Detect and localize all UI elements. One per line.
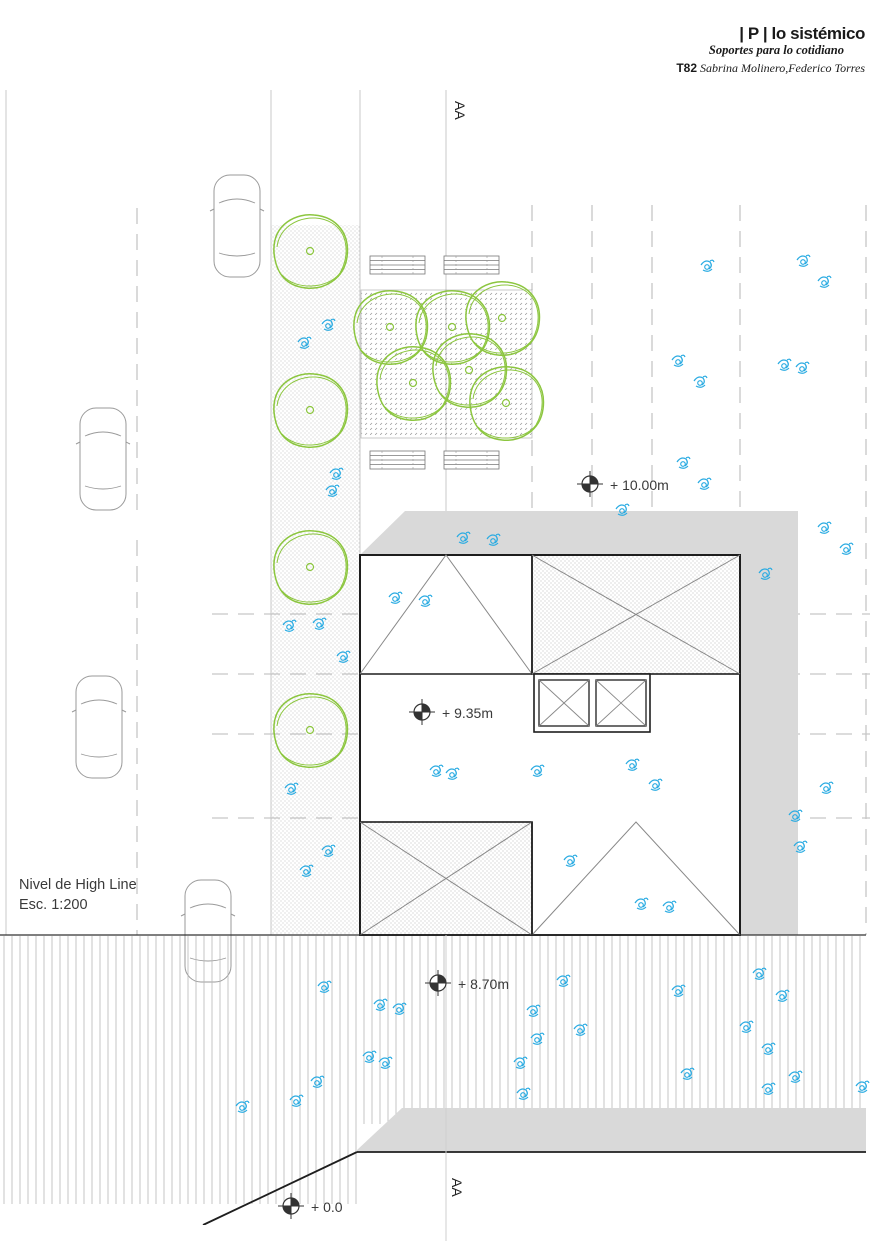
section-mark-bottom: AA <box>449 1178 465 1197</box>
person-1 <box>700 259 715 272</box>
bench-3 <box>369 450 426 470</box>
person-3 <box>817 275 832 288</box>
person-11 <box>697 477 712 490</box>
parked-car-3 <box>71 675 127 779</box>
person-10 <box>676 456 691 469</box>
level-street-label: + 0.0 <box>311 1199 343 1215</box>
project-title: | P | lo sistémico <box>739 24 865 43</box>
bench-2 <box>443 255 500 275</box>
parked-car-2 <box>75 407 131 511</box>
person-6 <box>671 354 686 367</box>
plan-scale-note: Esc. 1:200 <box>19 897 88 913</box>
upper-wall <box>360 511 798 935</box>
high-line-deck <box>0 936 866 1124</box>
bench-1 <box>369 255 426 275</box>
level-building-label: + 9.35m <box>442 705 493 721</box>
person-18 <box>839 542 854 555</box>
level-high-line-label: + 8.70m <box>458 976 509 992</box>
level-marker-upper: + 10.00m <box>576 470 669 498</box>
section-mark-top: AA <box>452 101 468 120</box>
ramp-edge <box>202 1151 358 1226</box>
lower-wall <box>357 1108 866 1152</box>
plan-name-note: Nivel de High Line <box>19 877 137 893</box>
authors: Sabrina Molinero,Federico Torres <box>700 61 865 75</box>
person-30 <box>819 781 834 794</box>
level-marker-high-line: + 8.70m <box>424 969 509 997</box>
person-9 <box>795 361 810 374</box>
parked-car-1 <box>209 174 265 278</box>
person-7 <box>693 375 708 388</box>
team-code: T82 <box>676 61 697 75</box>
person-17 <box>817 521 832 534</box>
building <box>359 554 741 936</box>
level-marker-building: + 9.35m <box>408 698 493 726</box>
person-8 <box>777 358 792 371</box>
project-subtitle: Soportes para lo cotidiano <box>708 43 844 57</box>
sidewalk-strip <box>271 225 360 935</box>
level-marker-street: + 0.0 <box>277 1192 343 1220</box>
person-2 <box>796 254 811 267</box>
bench-4 <box>443 450 500 470</box>
level-upper-label: + 10.00m <box>610 477 669 493</box>
